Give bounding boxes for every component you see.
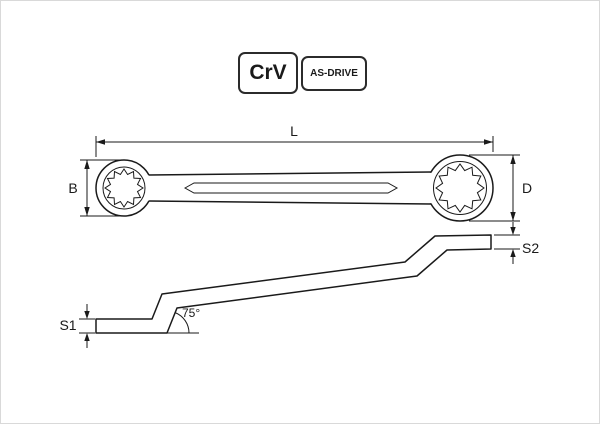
arrowhead-up	[84, 333, 90, 341]
arrowhead-down	[510, 227, 516, 235]
arrowhead-bottom	[84, 207, 90, 216]
arrowhead-left	[96, 139, 105, 145]
badge-as-drive: AS-DRIVE	[301, 56, 367, 91]
right-ring-label: D	[522, 180, 532, 196]
bend-angle-label: 75°	[182, 306, 200, 320]
left-ring-label: B	[68, 180, 77, 196]
arrowhead-top	[510, 155, 516, 164]
right-thickness-label: S2	[522, 240, 539, 256]
dimension-right-thickness: S2	[494, 222, 539, 264]
left-ring-12pt-socket	[104, 168, 144, 208]
arrowhead-right	[484, 139, 493, 145]
badge-as-drive-label: AS-DRIVE	[310, 68, 358, 79]
arrowhead-bottom	[510, 212, 516, 221]
angle-arc	[174, 312, 190, 334]
dimension-right-ring: D	[469, 154, 532, 222]
dimension-length: L	[95, 123, 494, 157]
arrowhead-up	[510, 249, 516, 257]
arrowhead-down	[84, 311, 90, 319]
badge-crv: CrV	[238, 52, 298, 94]
right-ring-12pt-socket	[435, 163, 485, 213]
badge-crv-label: CrV	[249, 61, 287, 84]
top-view	[95, 154, 494, 222]
handle-bottom-edge	[148, 200, 432, 205]
length-label: L	[290, 123, 298, 139]
side-profile	[95, 234, 492, 334]
right-ring-inner	[433, 161, 487, 215]
handle-slot	[183, 182, 399, 194]
left-ring-inner	[102, 166, 146, 210]
arrowhead-top	[84, 160, 90, 169]
handle-body	[124, 172, 460, 204]
handle-top-edge	[148, 171, 432, 176]
dimension-left-thickness: S1	[59, 304, 95, 348]
left-thickness-label: S1	[59, 317, 76, 333]
side-view: 75°	[95, 234, 492, 334]
dimension-left-ring: B	[68, 159, 120, 217]
